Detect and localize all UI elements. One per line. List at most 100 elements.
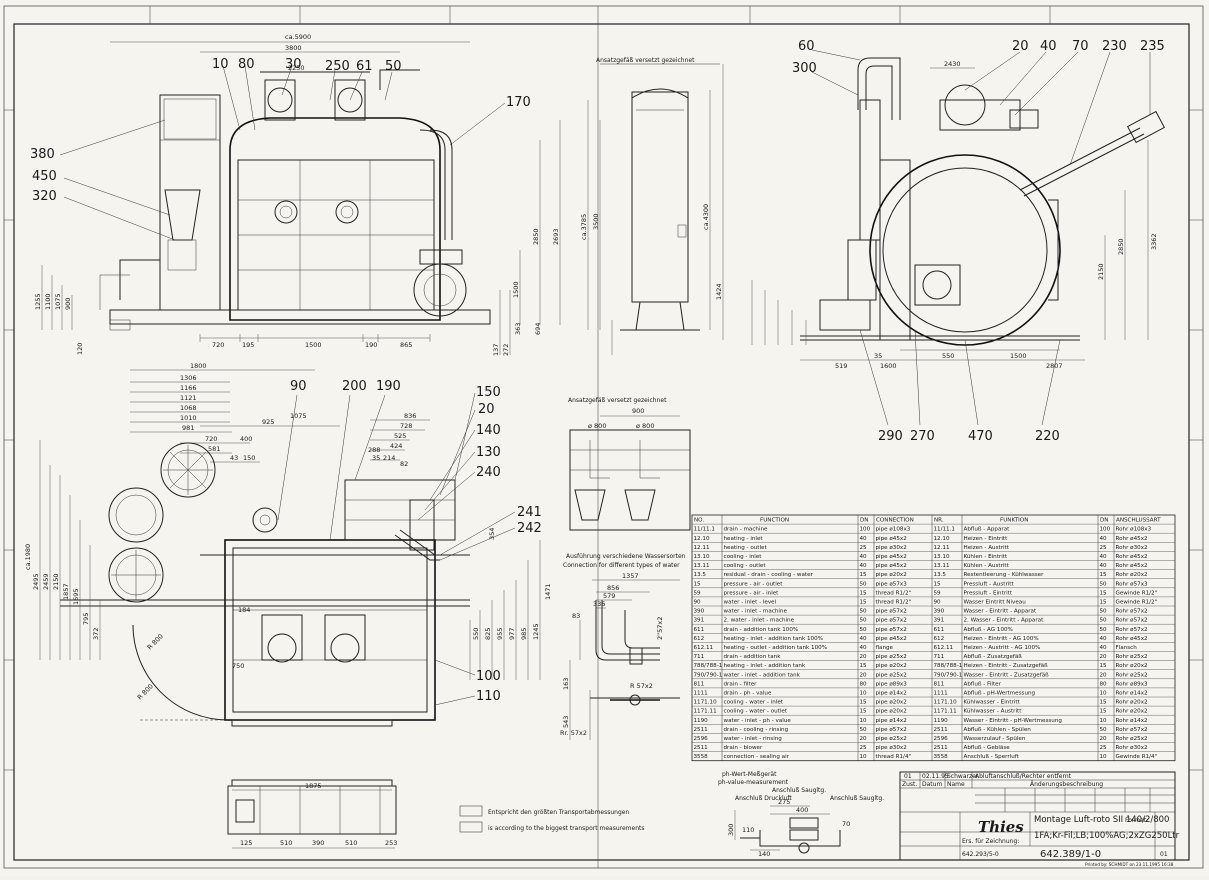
table-cell: pipe ø57x2 <box>876 727 907 733</box>
table-cell: Rohr ø57x2 <box>1116 609 1148 615</box>
callout-241: 241 <box>517 505 542 520</box>
table-cell: 15 <box>1100 572 1108 578</box>
table-cell: 20 <box>1100 654 1108 660</box>
table-cell: 50 <box>860 581 868 587</box>
dim-water-336: 336 <box>593 600 605 608</box>
table-cell: water - inlet - addition tank <box>724 672 801 678</box>
rev-head-datum: Datum <box>922 781 942 788</box>
table-cell: 2511 <box>934 745 949 751</box>
dim-front-right-2: 1500 <box>512 281 520 298</box>
dim-side-right-2: 2150 <box>1097 263 1105 280</box>
callout-320: 320 <box>32 189 57 204</box>
table-cell: 811 <box>934 681 945 687</box>
table-cell: pipe ø57x3 <box>876 581 908 587</box>
table-cell: Kühlwasser - Austritt <box>964 709 1023 715</box>
table-cell: 1171.10 <box>694 700 718 706</box>
dim-plan-728: 728 <box>400 422 412 430</box>
table-cell: 1171.10 <box>934 700 958 706</box>
dim-water-543: 543 <box>562 716 570 728</box>
drawing-number: 642.389/1-0 <box>1040 849 1101 860</box>
table-cell: 13.11 <box>694 563 710 569</box>
dim-front-bottom-4: 865 <box>400 341 412 349</box>
table-cell: 391 <box>934 618 945 624</box>
print-footer: Printed by: SCHMIDT on 23.11.1995 16:38 <box>1085 862 1174 867</box>
callout-20-plan: 20 <box>478 402 495 417</box>
table-cell: 50 <box>1100 609 1108 615</box>
table-cell: 15 <box>1100 590 1108 596</box>
table-cell: pipe ø25x2 <box>876 736 907 742</box>
dim-plan-836: 836 <box>404 412 416 420</box>
rev-date: 02.11.95 <box>922 773 949 780</box>
table-cell: Abfluß - AG 100% <box>964 627 1013 633</box>
thies-logo: Thies <box>978 818 1024 836</box>
table-cell: 1190 <box>934 718 949 724</box>
callout-300: 300 <box>792 61 817 76</box>
table-cell: drain - machine <box>724 527 769 533</box>
dim-front-left-2: 1075 <box>54 293 62 310</box>
table-cell: 1190 <box>694 718 709 724</box>
table-cell: 15 <box>860 663 868 669</box>
table-cell: cooling - inlet <box>724 554 763 560</box>
table-cell: 3558 <box>934 754 949 760</box>
table-cell: 15 <box>1100 700 1108 706</box>
table-cell: 2596 <box>934 736 949 742</box>
callout-270: 270 <box>910 429 935 444</box>
dim-plan-2495: 2495 <box>32 573 40 590</box>
table-cell: pipe ø108x3 <box>876 527 911 533</box>
callout-40: 40 <box>1040 39 1057 54</box>
table-cell: Pressluft - Austritt <box>964 581 1015 587</box>
table-cell: Gewinde R1/4" <box>1116 754 1158 760</box>
dim-plan-288: 288 <box>368 446 380 454</box>
table-cell: Heizen - Austritt <box>964 545 1010 551</box>
dim-front-left-3: 900 <box>64 298 72 310</box>
table-cell: pipe ø45x2 <box>876 563 907 569</box>
table-cell: 611 <box>934 627 945 633</box>
table-cell: drain - cooling - rinsing <box>724 727 789 733</box>
table-cell: connection - sealing air <box>724 754 790 760</box>
dim-water-57x2a: 2"57x2 <box>656 617 664 640</box>
dim-front-top-0: ca.5900 <box>285 33 311 41</box>
table-cell: Rohr ø20x2 <box>1116 709 1148 715</box>
table-cell: Kühlen - Eintritt <box>964 554 1008 560</box>
table-cell: 12.10 <box>694 536 710 542</box>
dim-front-left-0: 1255 <box>34 293 42 310</box>
table-cell: 59 <box>934 590 942 596</box>
table-cell: Anschluß - Sperrluft <box>964 754 1020 760</box>
table-cell: Heizen - Eintritt - Zusatzgefäß <box>964 663 1049 669</box>
table-header-cell: CONNECTION <box>876 518 914 524</box>
rev-name: Schwarzer <box>947 773 979 780</box>
table-cell: 25 <box>1100 545 1108 551</box>
table-cell: 13.11 <box>934 563 950 569</box>
plan-top-dim-labels: 1800 1306 1166 1121 1068 1010 981 925 10… <box>180 362 416 468</box>
dim-front-top-2: 2250 <box>288 64 305 72</box>
table-cell: 15 <box>934 581 942 587</box>
table-cell: pipe ø57x2 <box>876 609 907 615</box>
dim-front-right-5: 363 <box>514 323 522 335</box>
table-cell: 50 <box>1100 618 1108 624</box>
table-cell: 10 <box>1100 718 1108 724</box>
dim-plan-82: 82 <box>400 460 408 468</box>
table-cell: 790/790-1 <box>694 672 723 678</box>
table-cell: 1171.11 <box>694 709 718 715</box>
table-frame <box>691 514 1176 762</box>
dim-plan-525: 525 <box>394 432 406 440</box>
dim-plan-1010: 1010 <box>180 414 197 422</box>
callout-235: 235 <box>1140 39 1165 54</box>
callout-380: 380 <box>30 147 55 162</box>
table-cell: 40 <box>1100 645 1108 651</box>
table-cell: 15 <box>860 709 868 715</box>
dim-front-right-6: 694 <box>534 323 542 335</box>
callout-30: 30 <box>285 57 302 72</box>
table-cell: 788/788-1 <box>694 663 723 669</box>
ph-caption-en: ph-value-measurement <box>718 779 789 786</box>
dim-plan-795: 795 <box>82 613 90 625</box>
table-cell: 40 <box>860 536 868 542</box>
callout-90: 90 <box>290 379 307 394</box>
table-cell: Rohr ø20x2 <box>1116 572 1148 578</box>
callout-61: 61 <box>356 59 373 74</box>
ph-label-saug1: Anschluß Saugltg. <box>772 787 826 794</box>
table-cell: 611 <box>694 627 705 633</box>
callout-250: 250 <box>325 59 350 74</box>
